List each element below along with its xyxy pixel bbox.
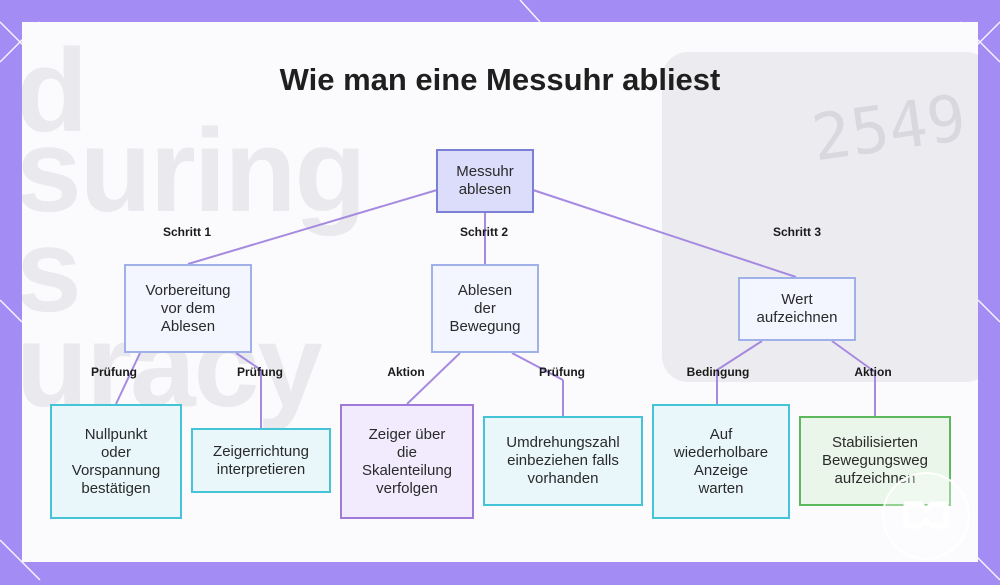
watermark-logo <box>882 472 970 560</box>
node-leaf4: Umdrehungszahl einbeziehen falls vorhand… <box>483 416 643 506</box>
edge-label-check: Prüfung <box>91 365 137 379</box>
edge-label-step2: Schritt 2 <box>460 225 508 239</box>
node-leaf3: Zeiger über die Skalenteilung verfolgen <box>340 404 474 519</box>
node-step2: Ablesen der Bewegung <box>431 264 539 353</box>
node-step1: Vorbereitung vor dem Ablesen <box>124 264 252 353</box>
edge-root-step1 <box>188 190 437 264</box>
node-leaf1: Nullpunkt oder Vorspannung bestätigen <box>50 404 182 519</box>
edge-label-action: Aktion <box>854 365 891 379</box>
edge-root-step3 <box>533 190 796 277</box>
edge-label-step1: Schritt 1 <box>163 225 211 239</box>
edge-label-action: Aktion <box>387 365 424 379</box>
edge-label-condition: Bedingung <box>687 365 750 379</box>
node-root: Messuhr ablesen <box>436 149 534 213</box>
node-leaf5: Auf wiederholbare Anzeige warten <box>652 404 790 519</box>
edge-label-check: Prüfung <box>237 365 283 379</box>
node-step3: Wert aufzeichnen <box>738 277 856 341</box>
edge-label-check: Prüfung <box>539 365 585 379</box>
edge-label-step3: Schritt 3 <box>773 225 821 239</box>
node-leaf2: Zeigerrichtung interpretieren <box>191 428 331 493</box>
